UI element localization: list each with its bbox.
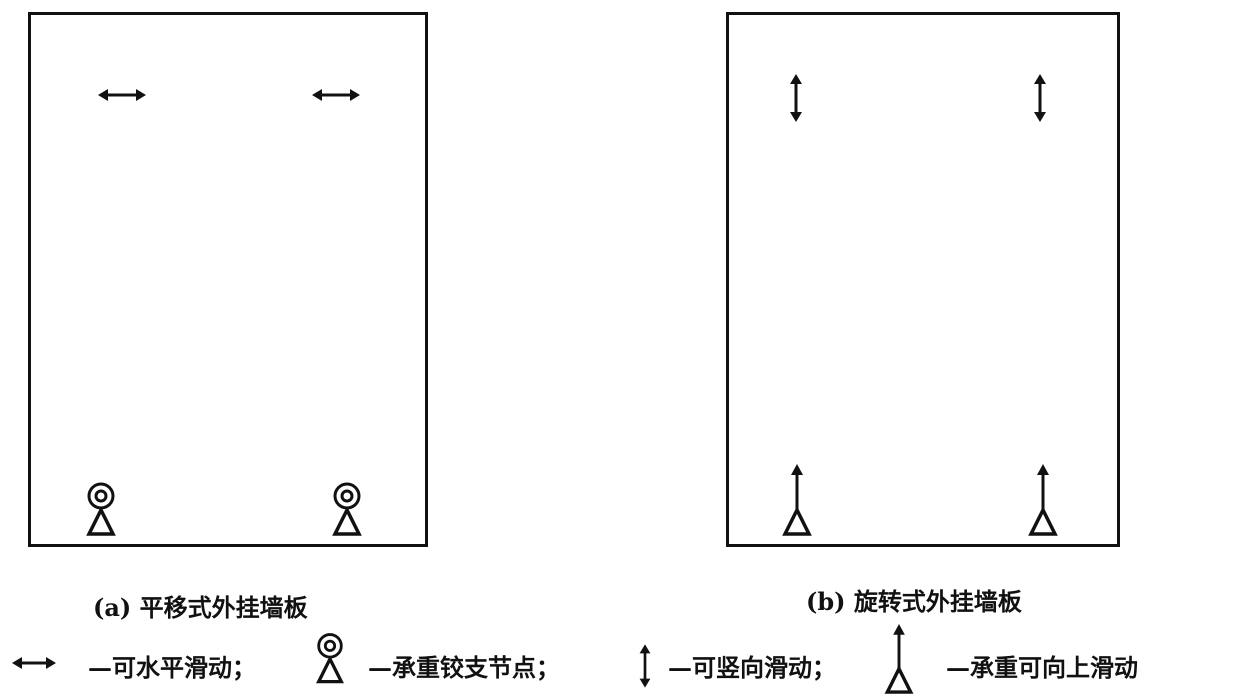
horizontal-slide-icon <box>312 89 360 101</box>
horizontal-slide-icon <box>12 657 56 669</box>
vertical-slide-icon <box>790 74 802 122</box>
bearing-upward-slide-icon <box>782 464 812 536</box>
caption-panel-a: (a) 平移式外挂墙板 <box>93 593 308 622</box>
bearing-hinge-support-icon <box>332 482 362 536</box>
panel-translational-wall-panel <box>28 12 428 547</box>
bearing-upward-slide-icon <box>884 624 914 694</box>
bearing-hinge-support-icon <box>316 633 344 684</box>
vertical-slide-icon <box>1034 74 1046 122</box>
horizontal-slide-icon <box>98 89 146 101</box>
bearing-hinge-support-icon <box>86 482 116 536</box>
legend-label-vertical-slide: —可竖向滑动； <box>668 653 836 682</box>
legend-label-horizontal-slide: —可水平滑动； <box>88 653 256 682</box>
legend-label-hinge-support: —承重铰支节点； <box>368 653 560 682</box>
caption-panel-b: (b) 旋转式外挂墙板 <box>806 587 1022 616</box>
legend-label-upward-slide: —承重可向上滑动 <box>946 653 1138 682</box>
vertical-slide-icon <box>639 644 651 688</box>
panel-rotational-wall-panel <box>726 12 1120 547</box>
bearing-upward-slide-icon <box>1028 464 1058 536</box>
